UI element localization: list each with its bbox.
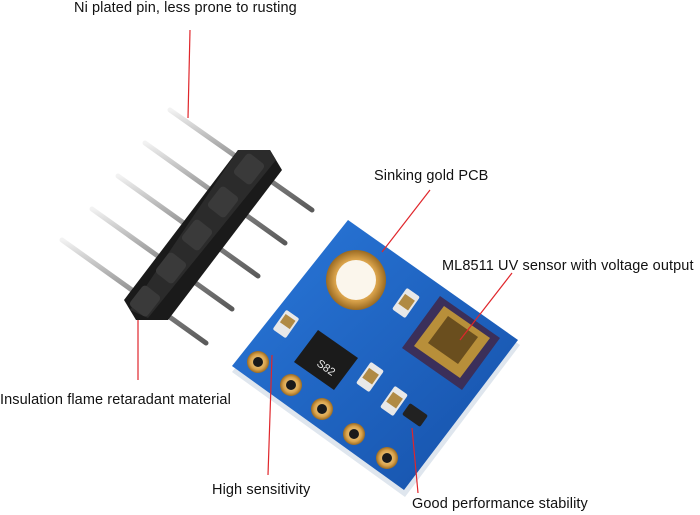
callout-line-pin — [187, 29, 191, 119]
callout-pin: Ni plated pin, less prone to rusting — [74, 0, 297, 16]
callout-pcb: Sinking gold PCB — [374, 168, 489, 184]
mounting-hole — [326, 250, 386, 310]
smd-components — [273, 288, 428, 427]
callout-line-pcb — [381, 189, 431, 253]
callout-line-sensor — [459, 272, 513, 341]
pcb-board — [232, 220, 520, 497]
pin-header-body — [124, 150, 282, 320]
gold-pads — [247, 351, 398, 469]
callout-stability: Good performance stability — [412, 496, 588, 512]
callout-sensitivity: High sensitivity — [212, 482, 311, 498]
callout-insulation: Insulation flame retaradant material — [0, 392, 231, 408]
callout-line-sensitivity — [267, 354, 273, 476]
ml8511-sensor-chip — [402, 296, 500, 390]
callout-lines — [137, 29, 513, 494]
callout-sensor: ML8511 UV sensor with voltage output — [442, 258, 694, 274]
callout-line-stability — [411, 427, 419, 494]
regulator-ic: S82 — [294, 330, 358, 390]
